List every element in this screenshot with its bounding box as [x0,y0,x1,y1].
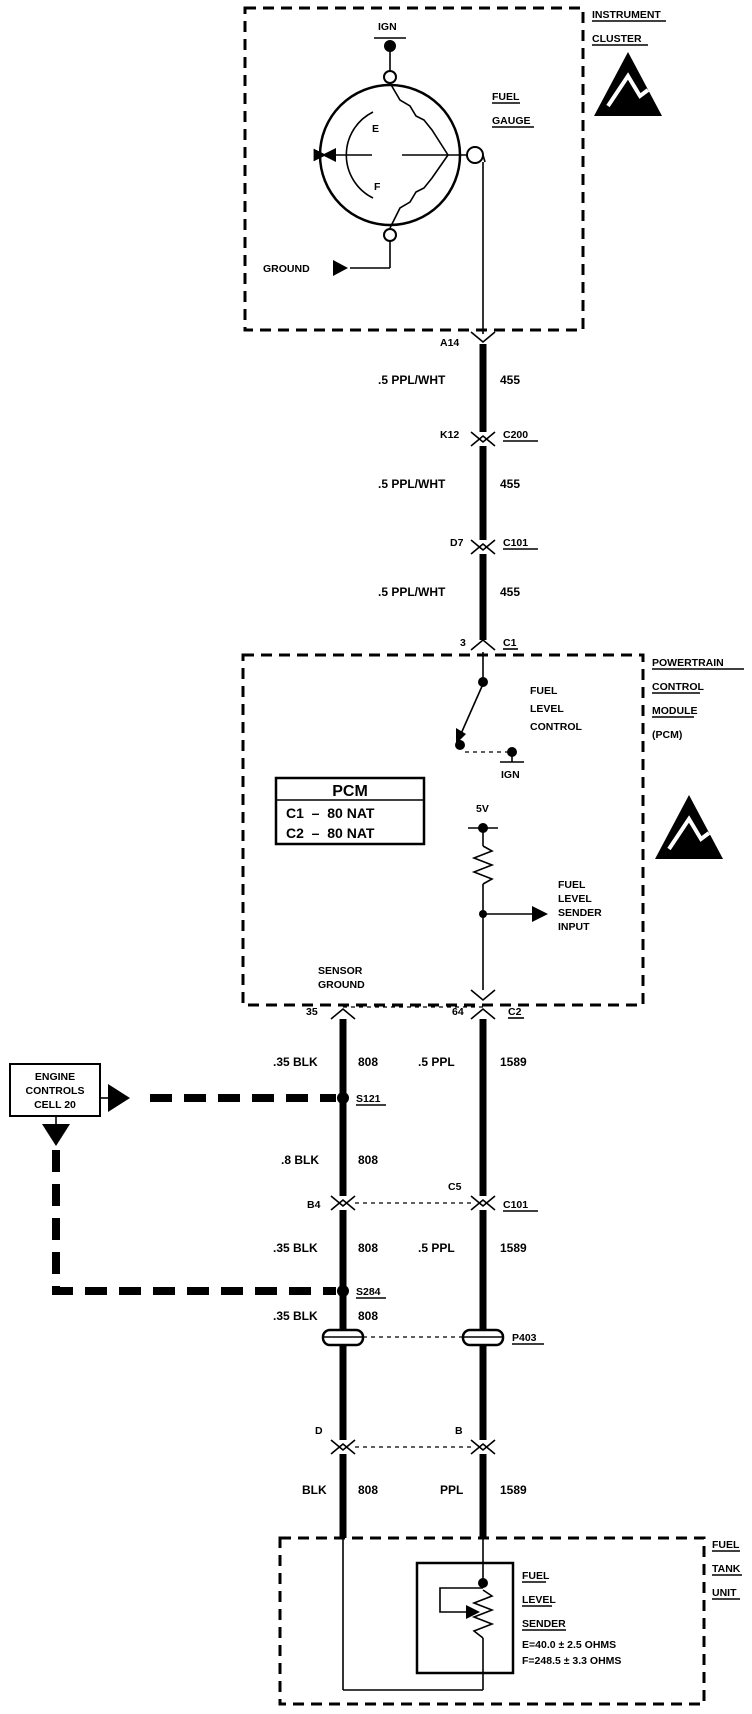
wire-1589-color-5: PPL [440,1483,463,1497]
input-label-1: FUEL [558,879,586,891]
sensor-ground-label-1: SENSOR [318,965,363,977]
wire-455-a-circuit: 455 [500,373,520,387]
wire-455-b-color: .5 PPL/WHT [378,477,446,491]
gauge-e-label: E [372,123,379,135]
splice-s121 [337,1092,349,1104]
wire-455-b-circuit: 455 [500,477,520,491]
sender-spec-f: F=248.5 ± 3.3 OHMS [522,1655,621,1667]
sender-input-arrow-icon [532,906,548,922]
engine-ref-right-arrow-icon [108,1084,130,1112]
pcm-label-2: CONTROL [652,681,704,693]
wire-808-circuit-2: 808 [358,1153,378,1167]
wire-1589-color-1: .5 PPL [418,1055,455,1069]
sender-wiper-arrow-icon [466,1605,480,1619]
connector-d-label: D [315,1425,323,1437]
fuel-level-sender-box [415,1561,515,1675]
engine-ref-down-arrow-icon [42,1124,70,1146]
pcm-box [241,653,645,1007]
input-label-4: INPUT [558,921,590,933]
pcm-label-3: MODULE [652,705,698,717]
wire-1589-color-3: .5 PPL [418,1241,455,1255]
sender-spec-e: E=40.0 ± 2.5 OHMS [522,1639,616,1651]
connector-a14-label: A14 [440,337,459,349]
wire-808-circuit-1: 808 [358,1055,378,1069]
wire-1589-circuit-5: 1589 [500,1483,527,1497]
fuel-tank-unit-box [278,1536,706,1706]
pcm-pin-3-label: 3 [460,637,466,649]
connector-c200-label: C200 [503,429,528,441]
wire-455-c-circuit: 455 [500,585,520,599]
connector-c5-label: C5 [448,1181,462,1193]
input-label-2: LEVEL [558,893,592,905]
pull-up-resistor [471,845,495,885]
splice-s121-label: S121 [356,1093,381,1105]
switch-label-2: LEVEL [530,703,564,715]
wire-808-color-2: .8 BLK [281,1153,319,1167]
pcm-ign-label: IGN [501,769,520,781]
pcm-pin-64-label: 64 [452,1006,464,1018]
pcm-label-4: (PCM) [652,729,682,741]
pcm-label-1: POWERTRAIN [652,657,724,669]
connector-b4-label: B4 [307,1199,321,1211]
wire-808-circuit-3: 808 [358,1241,378,1255]
wire-1589-circuit-3: 1589 [500,1241,527,1255]
fuel-gauge-label-1: FUEL [492,91,520,103]
sensor-ground-label-2: GROUND [318,979,365,991]
wire-808-color-4: .35 BLK [273,1309,318,1323]
heavy-link-s284 [52,1150,336,1295]
wire-808-color-5: BLK [302,1483,327,1497]
pcm-pin-35-label: 35 [306,1006,318,1018]
splice-s284 [337,1285,349,1297]
wire-808-color-1: .35 BLK [273,1055,318,1069]
engine-ref-line-2: CONTROLS [26,1085,85,1097]
instrument-cluster-box [243,6,585,332]
wire-808-circuit-4: 808 [358,1309,378,1323]
connector-c101-upper-label: C101 [503,537,528,549]
pcm-table-title: PCM [332,783,368,800]
sender-label-2: LEVEL [522,1594,556,1606]
tank-label-1: FUEL [712,1539,740,1551]
gauge-f-label: F [374,181,381,193]
wire-455-a-color: .5 PPL/WHT [378,373,446,387]
esd-warning-icon [594,52,662,116]
instrument-cluster-label-1: INSTRUMENT [592,9,661,21]
sender-label-3: SENDER [522,1618,566,1630]
wire-808-color-3: .35 BLK [273,1241,318,1255]
connector-k12-label: K12 [440,429,459,441]
wire-1589-circuit-1: 1589 [500,1055,527,1069]
gauge-top-terminal [383,70,397,84]
cluster-ign-label: IGN [378,21,397,33]
instrument-cluster-label-2: CLUSTER [592,33,642,45]
engine-ref-line-3: CELL 20 [34,1099,76,1111]
connector-c101-lower-label: C101 [503,1199,528,1211]
wire-455-c-color: .5 PPL/WHT [378,585,446,599]
pcm-table-row-1: C1 – 80 NAT [286,805,375,821]
pcm-5v-label: 5V [476,803,489,815]
tank-label-3: UNIT [712,1587,737,1599]
engine-ref-line-1: ENGINE [35,1071,75,1083]
switch-label-1: FUEL [530,685,558,697]
connector-b-label: B [455,1425,463,1437]
cluster-ground-label: GROUND [263,263,310,275]
sender-label-1: FUEL [522,1570,550,1582]
gauge-bottom-terminal [383,228,397,242]
pcm-connector-table [274,776,426,846]
switch-label-3: CONTROL [530,721,582,733]
engine-controls-ref-box [9,1063,101,1117]
fuel-gauge-label-2: GAUGE [492,115,531,127]
connector-d7-label: D7 [450,537,464,549]
tank-label-2: TANK [712,1563,741,1575]
wire-808-circuit-5: 808 [358,1483,378,1497]
connector-c2-label: C2 [508,1006,522,1018]
splice-s284-label: S284 [356,1286,381,1298]
connector-c1-label: C1 [503,637,517,649]
ground-arrow-icon [333,260,348,276]
pcm-esd-warning-icon [655,795,723,859]
gauge-output-terminal [466,146,484,164]
input-label-3: SENDER [558,907,602,919]
connector-p403-label: P403 [512,1332,537,1344]
pcm-table-row-2: C2 – 80 NAT [286,825,375,841]
sender-rheostat [471,1589,495,1639]
